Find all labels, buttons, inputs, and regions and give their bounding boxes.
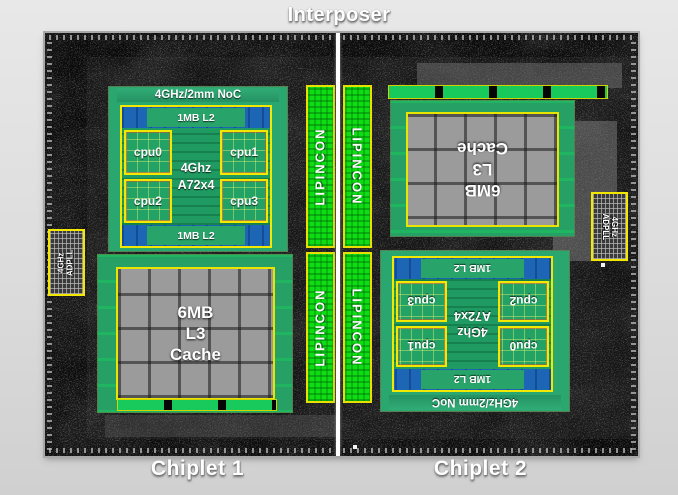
- chiplet2-core-type: A72x4: [454, 309, 491, 323]
- chiplet1-l2-bottom: 1MB L2: [147, 226, 245, 245]
- lipincon-label: LIPINCON: [350, 288, 365, 367]
- lipincon-bar-chiplet2-bottom: LIPINCON: [343, 252, 372, 403]
- chiplet2-cpu1: cpu1: [396, 326, 447, 367]
- chiplet2-cpu-cluster: 4GHz/2mm NoC 1MB L2 cpu0 4Ghz A72x4 cpu1…: [380, 250, 570, 412]
- chiplet2-noc-label: 4GHz/2mm NoC: [431, 396, 519, 409]
- chiplet-gap-divider: [336, 33, 340, 456]
- chiplet2-l3-label: 6MB L3 Cache: [457, 138, 508, 202]
- chiplet2-core-freq: 4Ghz: [457, 325, 488, 340]
- lipincon-bar-chiplet2-top: LIPINCON: [343, 85, 372, 248]
- chiplet1-core-type: A72x4: [177, 177, 215, 192]
- chiplet1-noc-label: 4GHz/2mm NoC: [154, 89, 242, 101]
- chiplet1-adpll-name: ADPLL: [65, 249, 75, 276]
- chiplet1-core-complex: 1MB L2 cpu0 4Ghz A72x4 cpu1 cpu2 cpu3 1M…: [120, 105, 272, 248]
- chiplet2-l3-block: 6MB L3 Cache: [390, 100, 575, 237]
- chiplet2-l2-top: 1MB L2: [420, 370, 525, 389]
- chiplet1-l2-top-strip: 1MB L2: [122, 107, 270, 128]
- lipincon-bar-chiplet1-top: LIPINCON: [306, 85, 335, 248]
- chiplet1-l3-word: Cache: [169, 345, 222, 365]
- chiplet2-l3-cache: 6MB L3 Cache: [406, 112, 559, 227]
- chiplet1-l3-size: 6MB: [177, 302, 214, 322]
- pad-ring-right: [631, 39, 636, 450]
- pad-ring-bottom: [49, 448, 634, 453]
- chiplet2-adpll-freq: 4GHz: [610, 216, 620, 237]
- chiplet1-l3-cache: 6MB L3 Cache: [116, 267, 275, 400]
- chiplet2-l2-bottom: 1MB L2: [420, 259, 525, 278]
- chiplet1-cpu3: cpu3: [220, 178, 268, 223]
- metal-fill-patch: [105, 415, 340, 437]
- pad-ring-top: [49, 35, 634, 40]
- chiplet2-l3-word: Cache: [456, 138, 509, 158]
- chiplet2-adpll-name: ADPLL: [601, 213, 611, 240]
- chiplet1-l3-level: L3: [185, 323, 206, 343]
- lipincon-label: LIPINCON: [313, 127, 328, 206]
- chiplet1-l3-label: 6MB L3 Cache: [170, 302, 221, 366]
- chiplet2-cpu-grid: cpu0 4Ghz A72x4 cpu1 cpu2 cpu3: [394, 279, 551, 369]
- chiplet2-core-complex: 1MB L2 cpu0 4Ghz A72x4 cpu1 cpu2 cpu3 1M…: [392, 256, 553, 392]
- chiplet1-noc-segments: [117, 399, 277, 411]
- chiplet2-adpll: 4GHz ADPLL: [591, 192, 628, 261]
- chiplet2-cpu2: cpu2: [498, 281, 549, 322]
- lipincon-label: LIPINCON: [313, 288, 328, 367]
- metal-fill-patch: [417, 63, 622, 88]
- chiplet1-l2-top: 1MB L2: [147, 108, 245, 127]
- chiplet1-cpu-cluster: 4GHz/2mm NoC 1MB L2 cpu0 4Ghz A72x4 cpu1…: [108, 86, 288, 252]
- chiplet2-cpu0: cpu0: [498, 326, 549, 367]
- chiplet1-caption: Chiplet 1: [150, 457, 245, 480]
- chiplet1-adpll: 4GHz ADPLL: [48, 229, 85, 296]
- chiplet2-l3-level: L3: [472, 160, 493, 180]
- chiplet2-noc-segments: [388, 85, 608, 99]
- chiplet1-l2-bottom-strip: 1MB L2: [122, 225, 270, 246]
- lipincon-bar-chiplet1-bottom: LIPINCON: [306, 252, 335, 403]
- chiplet1-adpll-label: 4GHz ADPLL: [57, 249, 76, 276]
- chiplet2-caption: Chiplet 2: [433, 457, 528, 480]
- chiplet1-core-freq: 4Ghz: [180, 161, 212, 176]
- chiplet2-cpu3: cpu3: [396, 281, 447, 322]
- chiplet1-cpu1: cpu1: [220, 130, 268, 175]
- chiplet2-l3-size: 6MB: [464, 181, 501, 201]
- interposer-label: Interposer: [287, 4, 391, 26]
- chiplet2-l2-top-strip: 1MB L2: [394, 369, 551, 390]
- chiplet2-core-label: 4Ghz A72x4: [449, 279, 496, 369]
- chiplet2-noc-bar: 4GHz/2mm NoC: [389, 395, 561, 410]
- chiplet1-cpu0: cpu0: [124, 130, 172, 175]
- chiplet1-l3-block: 6MB L3 Cache: [97, 254, 293, 413]
- chiplet1-cpu2: cpu2: [124, 178, 172, 223]
- chiplet2-l2-bottom-strip: 1MB L2: [394, 258, 551, 279]
- chiplet2-adpll-label: 4GHz ADPLL: [601, 213, 619, 240]
- chiplet1-noc-bar: 4GHz/2mm NoC: [117, 88, 279, 102]
- bond-pad-dot: [601, 263, 605, 267]
- chiplet1-core-label: 4Ghz A72x4: [174, 128, 218, 225]
- lipincon-label: LIPINCON: [350, 127, 365, 206]
- interposer-die: 4GHz/2mm NoC 1MB L2 cpu0 4Ghz A72x4 cpu1…: [43, 31, 640, 458]
- bond-pad-dot: [353, 445, 357, 449]
- chiplet1-cpu-grid: cpu0 4Ghz A72x4 cpu1 cpu2 cpu3: [122, 128, 270, 225]
